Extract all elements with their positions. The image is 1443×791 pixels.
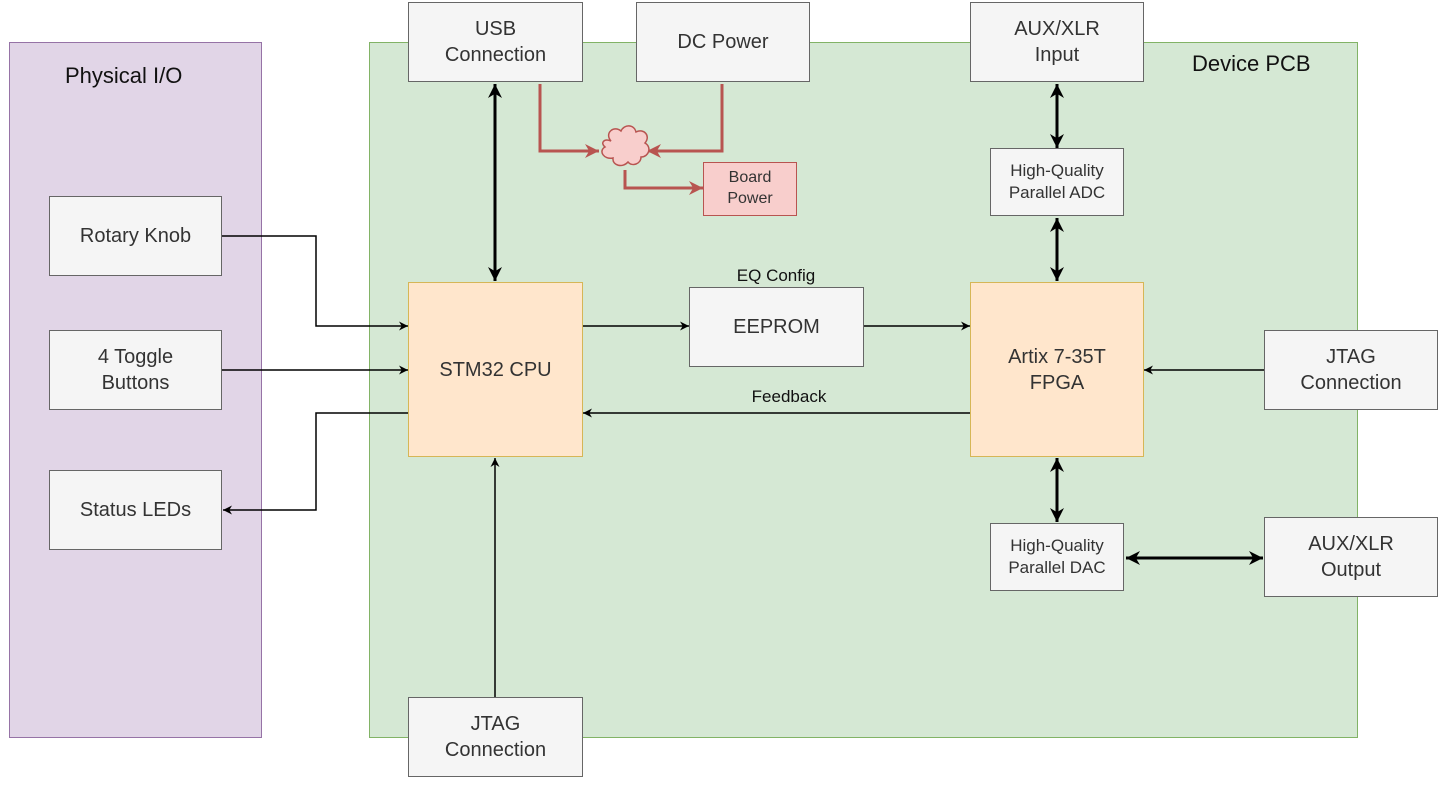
toggle-buttons-box: 4 Toggle Buttons <box>49 330 222 410</box>
feedback-label: Feedback <box>751 387 827 406</box>
usb-power-line <box>538 84 599 158</box>
status-leds-box: Status LEDs <box>49 470 222 550</box>
parallel-dac-box: High-Quality Parallel DAC <box>990 523 1124 591</box>
aux-xlr-input-box: AUX/XLR Input <box>970 2 1144 82</box>
usb-connection-box: USB Connection <box>408 2 583 82</box>
device-pcb-title: Device PCB <box>1192 51 1311 76</box>
dc-power-box: DC Power <box>636 2 810 82</box>
fpga-box: Artix 7-35T FPGA <box>970 282 1144 457</box>
eeprom-box: EEPROM <box>689 287 864 367</box>
board-power-line <box>623 170 703 195</box>
dc-power-line <box>647 84 724 158</box>
aux-xlr-output-box: AUX/XLR Output <box>1264 517 1438 597</box>
jtag-cpu-box: JTAG Connection <box>408 697 583 777</box>
stm32-cpu-box: STM32 CPU <box>408 282 583 457</box>
cpu-to-leds-wire <box>223 412 408 515</box>
knob-to-cpu-wire <box>222 235 408 331</box>
parallel-adc-box: High-Quality Parallel ADC <box>990 148 1124 216</box>
board-power-box: Board Power <box>703 162 797 216</box>
rotary-knob-box: Rotary Knob <box>49 196 222 276</box>
power-junction-cloud <box>601 125 650 167</box>
physical-io-title: Physical I/O <box>65 63 183 88</box>
jtag-fpga-box: JTAG Connection <box>1264 330 1438 410</box>
eq-config-label: EQ Config <box>736 266 816 285</box>
